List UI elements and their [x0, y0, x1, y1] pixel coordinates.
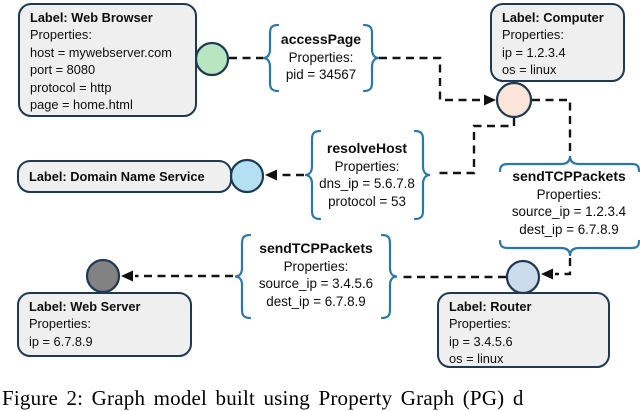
edge-label-resolvehost: resolveHost Properties: dns_ip = 5.6.7.8… — [303, 140, 431, 210]
router-box: Label: Router Properties: ip = 3.4.5.6 o… — [437, 292, 610, 368]
node-label: Label: Web Server — [29, 299, 141, 314]
web-browser-node — [194, 41, 230, 77]
domain-name-service-box: Label: Domain Name Service — [17, 160, 232, 193]
arrowhead-to-router — [541, 268, 553, 280]
properties-heading: Properties: — [29, 316, 91, 332]
edge-name: sendTCPPackets — [259, 240, 373, 256]
computer-box: Label: Computer Properties: ip = 1.2.3.4… — [490, 3, 625, 82]
arrowhead-to-dns — [265, 169, 277, 181]
properties-heading: Properties: — [502, 27, 564, 43]
property-line: pid = 34567 — [285, 67, 357, 82]
property-line: protocol = http — [30, 79, 112, 95]
property-line: ip = 6.7.8.9 — [29, 333, 93, 349]
edge-name: resolveHost — [326, 140, 408, 156]
node-label: Label: Router — [449, 299, 532, 314]
node-label: Label: Domain Name Service — [29, 168, 205, 184]
web-browser-box: Label: Web Browser Properties: host = my… — [18, 3, 197, 117]
property-line: protocol = 53 — [328, 193, 406, 209]
edge-sendtcp1-line-bottom — [555, 258, 572, 276]
property-line: ip = 3.4.5.6 — [449, 333, 513, 349]
property-line: ip = 1.2.3.4 — [502, 44, 566, 60]
edge-sendtcp1-line-top — [532, 98, 572, 154]
edge-name: accessPage — [280, 31, 362, 47]
arrowhead-to-computer — [484, 94, 496, 106]
properties-heading: Properties: — [536, 186, 602, 202]
property-line: dest_ip = 6.7.8.9 — [519, 221, 619, 237]
property-line: port = 8080 — [30, 62, 96, 78]
edge-name: sendTCPPackets — [512, 168, 626, 184]
properties-heading: Properties: — [288, 49, 354, 65]
property-line: dest_ip = 6.7.8.9 — [266, 293, 366, 309]
web-server-node — [85, 258, 121, 294]
property-line: source_ip = 3.4.5.6 — [258, 276, 374, 291]
computer-node — [495, 81, 533, 119]
web-server-box: Label: Web Server Properties: ip = 6.7.8… — [17, 292, 192, 357]
property-line: page = home.html — [30, 97, 133, 113]
property-line: source_ip = 1.2.3.4 — [511, 204, 627, 219]
property-line: os = linux — [502, 62, 557, 78]
dns-node — [229, 158, 265, 194]
property-line: dns_ip = 5.6.7.8 — [319, 176, 415, 191]
properties-heading: Properties: — [334, 158, 400, 174]
brace-sendtcp1-bottom — [498, 239, 640, 257]
properties-heading: Properties: — [30, 27, 92, 43]
edge-label-sendtcppackets-computer-router: sendTCPPackets Properties: source_ip = 1… — [496, 168, 640, 238]
edge-accesspage-line-right — [379, 56, 485, 102]
edge-label-sendtcppackets-router-webserver: sendTCPPackets Properties: source_ip = 3… — [242, 240, 390, 310]
edge-label-accesspage: accessPage Properties: pid = 34567 — [264, 31, 378, 84]
node-label: Label: Computer — [502, 10, 604, 25]
properties-heading: Properties: — [283, 258, 349, 274]
property-line: host = mywebserver.com — [30, 44, 172, 60]
properties-heading: Properties: — [449, 316, 511, 332]
router-node — [505, 259, 541, 295]
property-line: os = linux — [449, 351, 504, 367]
node-label: Label: Web Browser — [30, 10, 153, 25]
edge-resolvehost-line-right — [434, 118, 516, 175]
figure-caption: Figure 2: Graph model built using Proper… — [2, 386, 524, 410]
figure-diagram: Label: Web Browser Properties: host = my… — [2, 3, 640, 410]
arrowhead-to-web-server — [121, 270, 133, 282]
